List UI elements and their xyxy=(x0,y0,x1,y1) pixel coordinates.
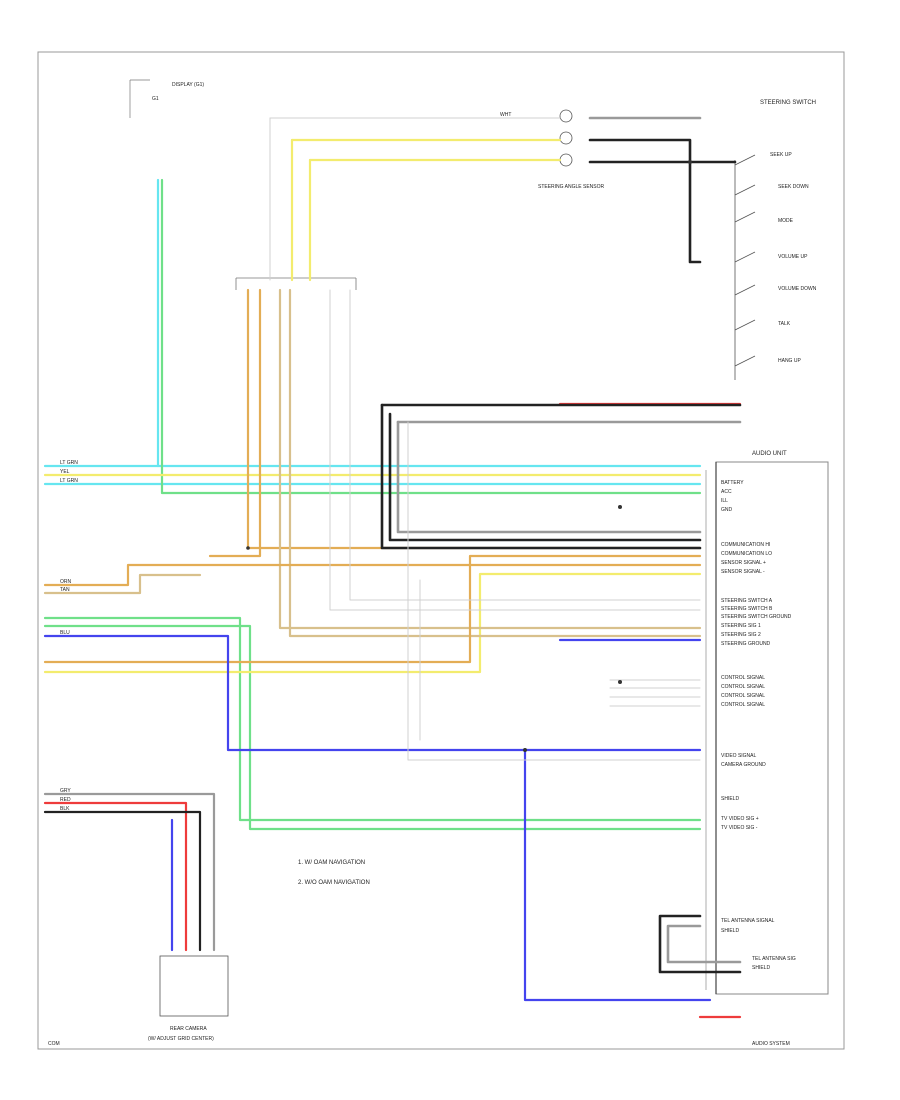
pin-label-sw-gnd: STEERING SWITCH GROUND xyxy=(721,614,792,620)
pin-label-sensor-plus: SENSOR SIGNAL + xyxy=(721,560,766,566)
note-1: 1. W/ OAM NAVIGATION xyxy=(298,860,365,866)
wire-black-tel-1 xyxy=(658,914,742,974)
pin-label-control-2: CONTROL SIGNAL xyxy=(721,684,765,690)
wire-gray-tel-1 xyxy=(666,924,742,964)
wire-gray-camera xyxy=(43,792,216,952)
audio-unit-connector-block: AUDIO UNIT xyxy=(715,451,829,995)
wire-blue-1 xyxy=(43,634,702,752)
footer-right-title: AUDIO SYSTEM xyxy=(752,1041,790,1047)
pin-label-comm-hi: COMMUNICATION HI xyxy=(721,542,770,548)
pin-label-battery: BATTERY xyxy=(721,480,744,486)
code-orange-1: ORN xyxy=(60,579,72,585)
pin-label-shield-1: SHIELD xyxy=(721,796,739,802)
pin-label-control-3: CONTROL SIGNAL xyxy=(721,693,765,699)
footer-left-code: COM xyxy=(48,1041,60,1047)
wire-layer xyxy=(43,116,742,1019)
rear-camera-label: REAR CAMERA xyxy=(170,1026,207,1032)
pin-label-control-4: CONTROL SIGNAL xyxy=(721,702,765,708)
switch-hang-up: HANG UP xyxy=(778,358,801,364)
rear-camera: REAR CAMERA (W/ ADJUST GRID CENTER) xyxy=(148,955,229,1042)
wire-orange-4 xyxy=(43,554,702,664)
wire-orange-2 xyxy=(208,288,262,558)
diagram-notes: 1. W/ OAM NAVIGATION 2. W/O OAM NAVIGATI… xyxy=(298,860,370,886)
steering-switch-ladder xyxy=(734,154,756,380)
note-2: 2. W/O OAM NAVIGATION xyxy=(298,880,370,886)
steering-switch-label: STEERING SWITCH xyxy=(760,100,816,106)
pin-label-sw-b: STEERING SWITCH B xyxy=(721,606,773,612)
audio-unit-pin-labels: BATTERY ACC ILL GND COMMUNICATION HI COM… xyxy=(721,480,796,971)
wire-tan-1 xyxy=(278,288,702,630)
pin-label-camera-ground: CAMERA GROUND xyxy=(721,762,766,768)
wire-blue-3 xyxy=(523,748,712,1002)
pin-label-comm-lo: COMMUNICATION LO xyxy=(721,551,772,557)
display-ground-label: DISPLAY (G1) xyxy=(172,82,204,88)
steering-sensor-label: STEERING ANGLE SENSOR xyxy=(538,184,605,190)
wire-green-3 xyxy=(43,624,702,831)
wire-tan-3 xyxy=(43,573,202,595)
pin-label-tv-plus: TV VIDEO SIG + xyxy=(721,816,759,822)
audio-unit-label: AUDIO UNIT xyxy=(752,451,787,457)
pin-label-steer-sig-1: STEERING SIG 1 xyxy=(721,623,761,629)
wire-gray-bus-1 xyxy=(396,420,702,534)
pin-label-control-1: CONTROL SIGNAL xyxy=(721,675,765,681)
wire-white-4 xyxy=(349,289,701,601)
switch-seek-down: SEEK DOWN xyxy=(778,184,809,190)
switch-talk: TALK xyxy=(778,321,791,327)
pin-label-video-signal: VIDEO SIGNAL xyxy=(721,753,757,759)
code-green-1: LT GRN xyxy=(60,478,78,484)
code-cyan-1: LT GRN xyxy=(60,460,78,466)
pin-label-acc: ACC xyxy=(721,489,732,495)
pin-label-shield-3: SHIELD xyxy=(752,965,770,971)
pin-label-steer-sig-2: STEERING SIG 2 xyxy=(721,632,761,638)
pin-label-tel-antenna-sig: TEL ANTENNA SIG xyxy=(752,956,796,962)
switch-mode: MODE xyxy=(778,218,794,224)
splice-dots xyxy=(246,160,692,752)
pin-label-tv-minus: TV VIDEO SIG - xyxy=(721,825,758,831)
pin-label-shield-2: SHIELD xyxy=(721,928,739,934)
code-red-1: RED xyxy=(60,797,71,803)
pin-label-sensor-minus: SENSOR SIGNAL - xyxy=(721,569,765,575)
code-tan-1: TAN xyxy=(60,587,70,593)
wire-black-steer-1 xyxy=(588,138,702,264)
switch-volume-down: VOLUME DOWN xyxy=(778,286,817,292)
code-gray-1: GRY xyxy=(60,788,71,794)
switch-labels: SEEK UP SEEK DOWN MODE VOLUME UP VOLUME … xyxy=(770,152,817,364)
wire-code-labels: LT GRN YEL LT GRN ORN TAN BLU RED GRY BL… xyxy=(60,112,511,812)
pin-label-tel-antenna: TEL ANTENNA SIGNAL xyxy=(721,918,775,924)
diagram-frame xyxy=(37,51,845,1050)
steering-angle-sensor: STEERING ANGLE SENSOR xyxy=(538,109,605,190)
wire-black-bus-1 xyxy=(380,403,702,550)
rear-camera-sublabel: (W/ ADJUST GRID CENTER) xyxy=(148,1036,214,1042)
code-yellow-1: YEL xyxy=(60,469,70,475)
wire-tan-2 xyxy=(288,288,702,638)
code-blue-1: BLU xyxy=(60,630,70,636)
switch-seek-up: SEEK UP xyxy=(770,152,792,158)
wire-white-5 xyxy=(407,421,701,761)
wire-white-3 xyxy=(329,289,701,611)
code-white-1: WHT xyxy=(500,112,511,118)
display-ground-component: DISPLAY (G1) G1 xyxy=(129,79,204,118)
switch-volume-up: VOLUME UP xyxy=(778,254,808,260)
ground-gnd-label: G1 xyxy=(152,96,159,102)
wire-black-camera xyxy=(43,810,202,952)
pin-label-sw-a: STEERING SWITCH A xyxy=(721,598,773,604)
wire-yellow-2 xyxy=(43,572,702,674)
wire-orange-1 xyxy=(246,288,702,550)
code-black-1: BLK xyxy=(60,806,70,812)
pin-label-gnd: GND xyxy=(721,507,733,513)
pin-label-steer-gnd: STEERING GROUND xyxy=(721,641,771,647)
pin-label-ill: ILL xyxy=(721,498,728,504)
wire-green-1 xyxy=(160,178,702,495)
wire-orange-3 xyxy=(43,563,702,587)
wire-green-2 xyxy=(43,616,702,822)
wire-red-camera xyxy=(43,801,188,952)
wire-black-bus-2 xyxy=(388,412,702,542)
top-splice-bar xyxy=(235,277,357,290)
